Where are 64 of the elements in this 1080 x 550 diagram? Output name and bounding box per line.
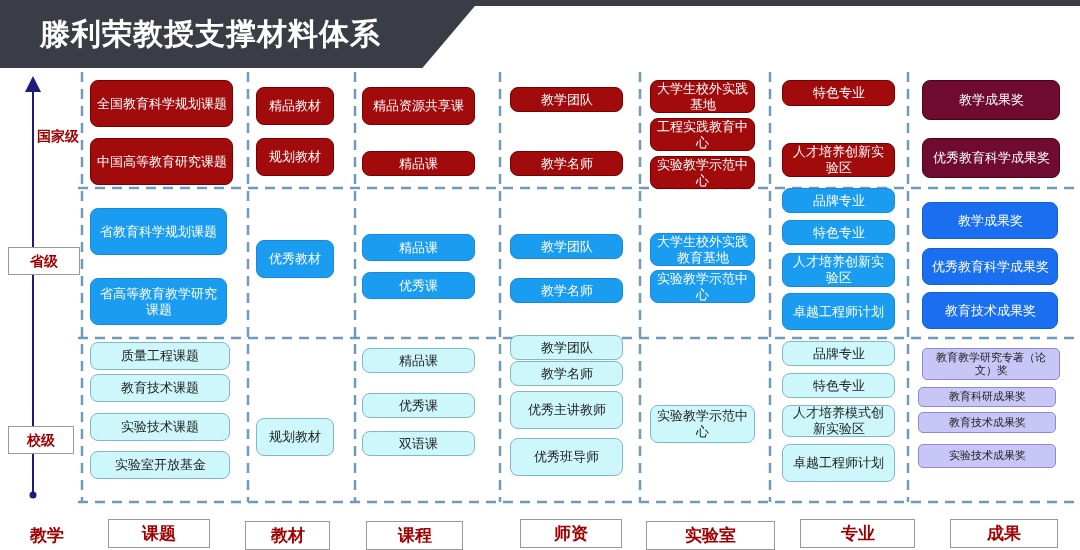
national-item-box: 教学名师	[510, 151, 623, 176]
national-award-box: 优秀教育科学成果奖	[922, 138, 1060, 178]
school-item-box: 双语课	[362, 431, 475, 456]
national-item-box: 中国高等教育研究课题	[90, 138, 233, 185]
category-label-box: 教材	[245, 521, 330, 550]
provincial-item-box: 优秀教材	[256, 240, 334, 278]
national-item-box: 大学生校外实践基地	[650, 80, 755, 113]
national-item-box: 全国教育科学规划课题	[90, 80, 233, 127]
school-item-box: 教学团队	[510, 335, 623, 360]
school-item-box: 优秀主讲教师	[510, 391, 623, 429]
national-item-box: 工程实践教育中心	[650, 118, 755, 151]
level-label-box: 省级	[8, 247, 80, 275]
school-item-box: 精品课	[362, 348, 475, 373]
school-award-box: 教育教学研究专著（论文）奖	[922, 348, 1060, 380]
school-award-box: 实验技术成果奖	[918, 444, 1056, 468]
national-item-box: 实验教学示范中心	[650, 156, 755, 189]
school-item-box: 特色专业	[782, 373, 895, 398]
provincial-item-box: 卓越工程师计划	[782, 293, 895, 330]
provincial-item-box: 精品课	[362, 234, 475, 261]
category-label-box: 成果	[950, 519, 1058, 548]
provincial-item-box: 大学生校外实践教育基地	[650, 233, 755, 266]
level-label: 国家级	[37, 128, 79, 146]
national-item-box: 精品资源共享课	[362, 87, 475, 125]
school-item-box: 实验室开放基金	[90, 451, 230, 479]
level-label-box: 校级	[8, 426, 74, 454]
school-award-box: 教育技术成果奖	[918, 412, 1056, 433]
provincial-item-box: 实验教学示范中心	[650, 270, 755, 303]
category-label-box: 实验室	[646, 521, 775, 550]
category-label-box: 课题	[108, 519, 210, 548]
provincial-item-box: 教学团队	[510, 234, 623, 259]
provincial-item-box: 省教育科学规划课题	[90, 208, 227, 255]
provincial-award-box: 教育技术成果奖	[922, 292, 1058, 329]
school-item-box: 品牌专业	[782, 341, 895, 366]
school-item-box: 优秀班导师	[510, 438, 623, 476]
provincial-item-box: 人才培养创新实验区	[782, 253, 895, 287]
provincial-award-box: 教学成果奖	[922, 202, 1058, 239]
school-item-box: 教学名师	[510, 361, 623, 386]
category-label-box: 课程	[366, 521, 463, 550]
level-label: 教学	[30, 524, 64, 547]
national-item-box: 人才培养创新实验区	[782, 143, 895, 177]
national-item-box: 教学团队	[510, 87, 623, 112]
provincial-item-box: 特色专业	[782, 220, 895, 245]
provincial-item-box: 省高等教育教学研究课题	[90, 278, 227, 325]
national-item-box: 规划教材	[256, 138, 334, 176]
school-item-box: 卓越工程师计划	[782, 444, 895, 482]
school-item-box: 教育技术课题	[90, 374, 230, 402]
national-item-box: 精品教材	[256, 87, 334, 125]
national-item-box: 精品课	[362, 151, 475, 176]
school-item-box: 质量工程课题	[90, 342, 230, 370]
national-item-box: 特色专业	[782, 80, 895, 106]
provincial-item-box: 品牌专业	[782, 188, 895, 213]
school-award-box: 教育科研成果奖	[918, 387, 1056, 407]
school-item-box: 实验技术课题	[90, 413, 230, 441]
title: 滕利荣教授支撑材料体系	[40, 14, 381, 53]
school-item-box: 优秀课	[362, 393, 475, 418]
national-award-box: 教学成果奖	[922, 80, 1060, 120]
provincial-item-box: 优秀课	[362, 272, 475, 299]
provincial-award-box: 优秀教育科学成果奖	[922, 248, 1058, 285]
category-label-box: 专业	[800, 519, 915, 548]
school-item-box: 实验教学示范中心	[650, 405, 755, 443]
school-item-box: 人才培养模式创新实验区	[782, 405, 895, 437]
school-item-box: 规划教材	[256, 418, 334, 456]
category-label-box: 师资	[520, 519, 622, 548]
provincial-item-box: 教学名师	[510, 278, 623, 303]
